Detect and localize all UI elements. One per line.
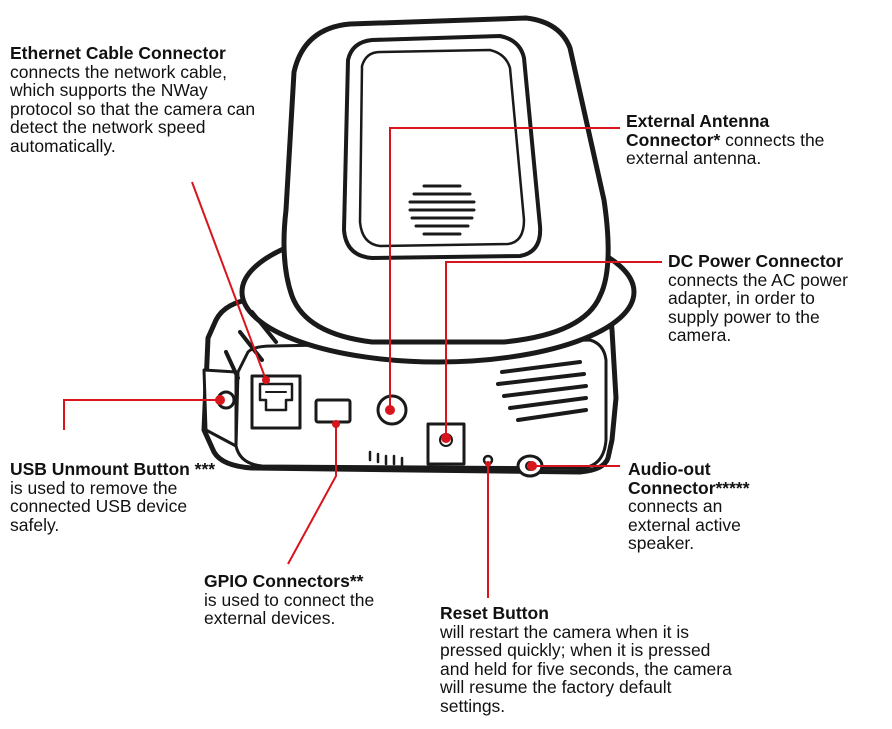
leader-gpio (287, 424, 337, 565)
callout-ethernet-title: Ethernet Cable Connector (10, 43, 226, 63)
callout-gpio-desc: is used to connect the external devices. (204, 589, 375, 628)
leader-lines (63, 127, 662, 598)
status-leds (368, 450, 404, 468)
callout-dc-power-desc: connects the AC power adapter, in order … (668, 269, 848, 345)
gpio-port (314, 398, 352, 424)
callout-antenna: External Antenna Connector* connects the… (626, 112, 846, 168)
callout-reset-title: Reset Button (440, 603, 549, 623)
callout-antenna-title: External Antenna Connector* (626, 111, 770, 150)
head-grille (408, 184, 476, 236)
callout-usb: USB Unmount Button *** is used to remove… (10, 460, 240, 534)
callout-reset-desc: will restart the camera when it is press… (440, 621, 732, 716)
callout-ethernet: Ethernet Cable Connector connects the ne… (10, 44, 310, 155)
callout-usb-title: USB Unmount Button *** (10, 459, 216, 479)
callout-antenna-desc: connects the external antenna. (626, 129, 825, 168)
callout-gpio: GPIO Connectors** is used to connect the… (204, 572, 424, 628)
right-vents (496, 360, 588, 422)
left-vents (224, 310, 278, 380)
leader-antenna (389, 127, 620, 410)
callout-audio-title: Audio-out Connector***** (628, 459, 750, 498)
callout-gpio-title: GPIO Connectors** (204, 571, 364, 591)
callout-dc-power: DC Power Connector connects the AC power… (668, 252, 886, 345)
callout-ethernet-desc: connects the network cable, which suppor… (10, 61, 256, 156)
leader-ethernet (191, 181, 267, 381)
callout-audio: Audio-out Connector***** connects an ext… (628, 460, 828, 553)
callout-audio-desc: connects an external active speaker. (628, 496, 741, 553)
callout-dc-power-title: DC Power Connector (668, 251, 844, 271)
ethernet-port (250, 374, 302, 430)
callout-usb-desc: is used to remove the connected USB devi… (10, 477, 188, 535)
leader-usb (63, 399, 220, 430)
callout-reset: Reset Button will restart the camera whe… (440, 604, 740, 715)
lens-recess (342, 34, 543, 260)
leader-dc-power (445, 261, 662, 438)
